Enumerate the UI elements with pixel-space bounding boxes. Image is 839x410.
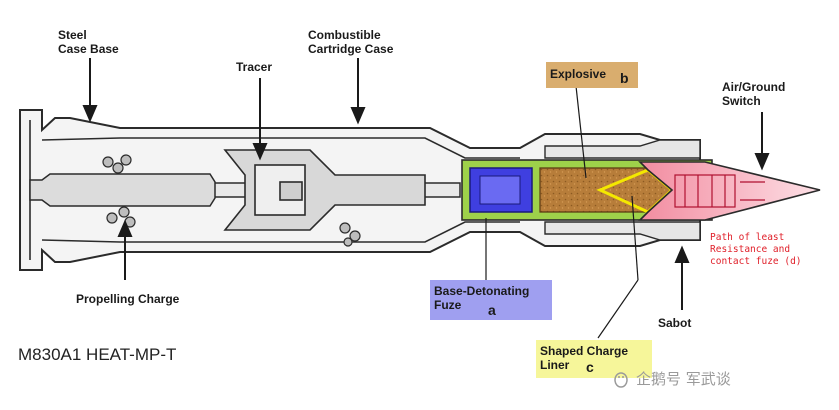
label-explosive-letter: b xyxy=(620,70,629,86)
penguin-logo-icon xyxy=(614,371,628,388)
label-line: Case Base xyxy=(58,42,119,56)
leader-lines xyxy=(82,58,770,310)
note-line: Path of least xyxy=(710,232,785,243)
label-air-ground-switch: Air/Ground Switch xyxy=(722,80,785,108)
watermark: 企鹅号 军武谈 xyxy=(612,368,731,389)
label-explosive: Explosive xyxy=(550,67,607,81)
note-line: contact fuze (d) xyxy=(710,256,802,267)
propellant-grains xyxy=(102,154,361,247)
label-line: Base-Detonating xyxy=(434,284,530,298)
fuze-tag xyxy=(430,280,552,320)
label-steel-case-base: Steel Case Base xyxy=(58,28,119,56)
label-liner-letter: c xyxy=(586,359,594,375)
label-propelling-charge: Propelling Charge xyxy=(76,292,180,306)
tracer-assembly xyxy=(223,149,426,231)
label-line: Switch xyxy=(722,94,761,108)
label-line: Cartridge Case xyxy=(308,42,394,56)
label-line: Liner xyxy=(540,358,570,372)
explosive-tag xyxy=(546,62,638,88)
label-line: Air/Ground xyxy=(722,80,786,94)
label-combustible-case: Combustible Cartridge Case xyxy=(308,28,393,56)
label-line: Steel xyxy=(58,28,87,42)
label-line: Fuze xyxy=(434,298,462,312)
watermark-text: 企鹅号 军武谈 xyxy=(636,370,731,388)
path-of-least-resistance-note: Path of least Resistance and contact fuz… xyxy=(710,232,802,268)
note-line: Resistance and xyxy=(710,244,791,255)
nose-fuze-detail xyxy=(674,174,765,208)
primer-tube xyxy=(29,173,216,207)
label-shaped-charge-liner: Shaped Charge Liner xyxy=(540,344,628,372)
sabot-shape xyxy=(544,221,701,241)
label-line: Shaped Charge xyxy=(540,344,629,358)
label-line: Combustible xyxy=(308,28,381,42)
thin-leaders xyxy=(485,85,639,339)
label-tracer: Tracer xyxy=(236,60,273,74)
diagram-title: M830A1 HEAT-MP-T xyxy=(18,345,177,364)
label-fuze-letter: a xyxy=(488,302,496,318)
liner-tag xyxy=(536,340,652,378)
label-sabot: Sabot xyxy=(658,316,692,330)
label-base-detonating-fuze: Base-Detonating Fuze xyxy=(434,284,529,312)
